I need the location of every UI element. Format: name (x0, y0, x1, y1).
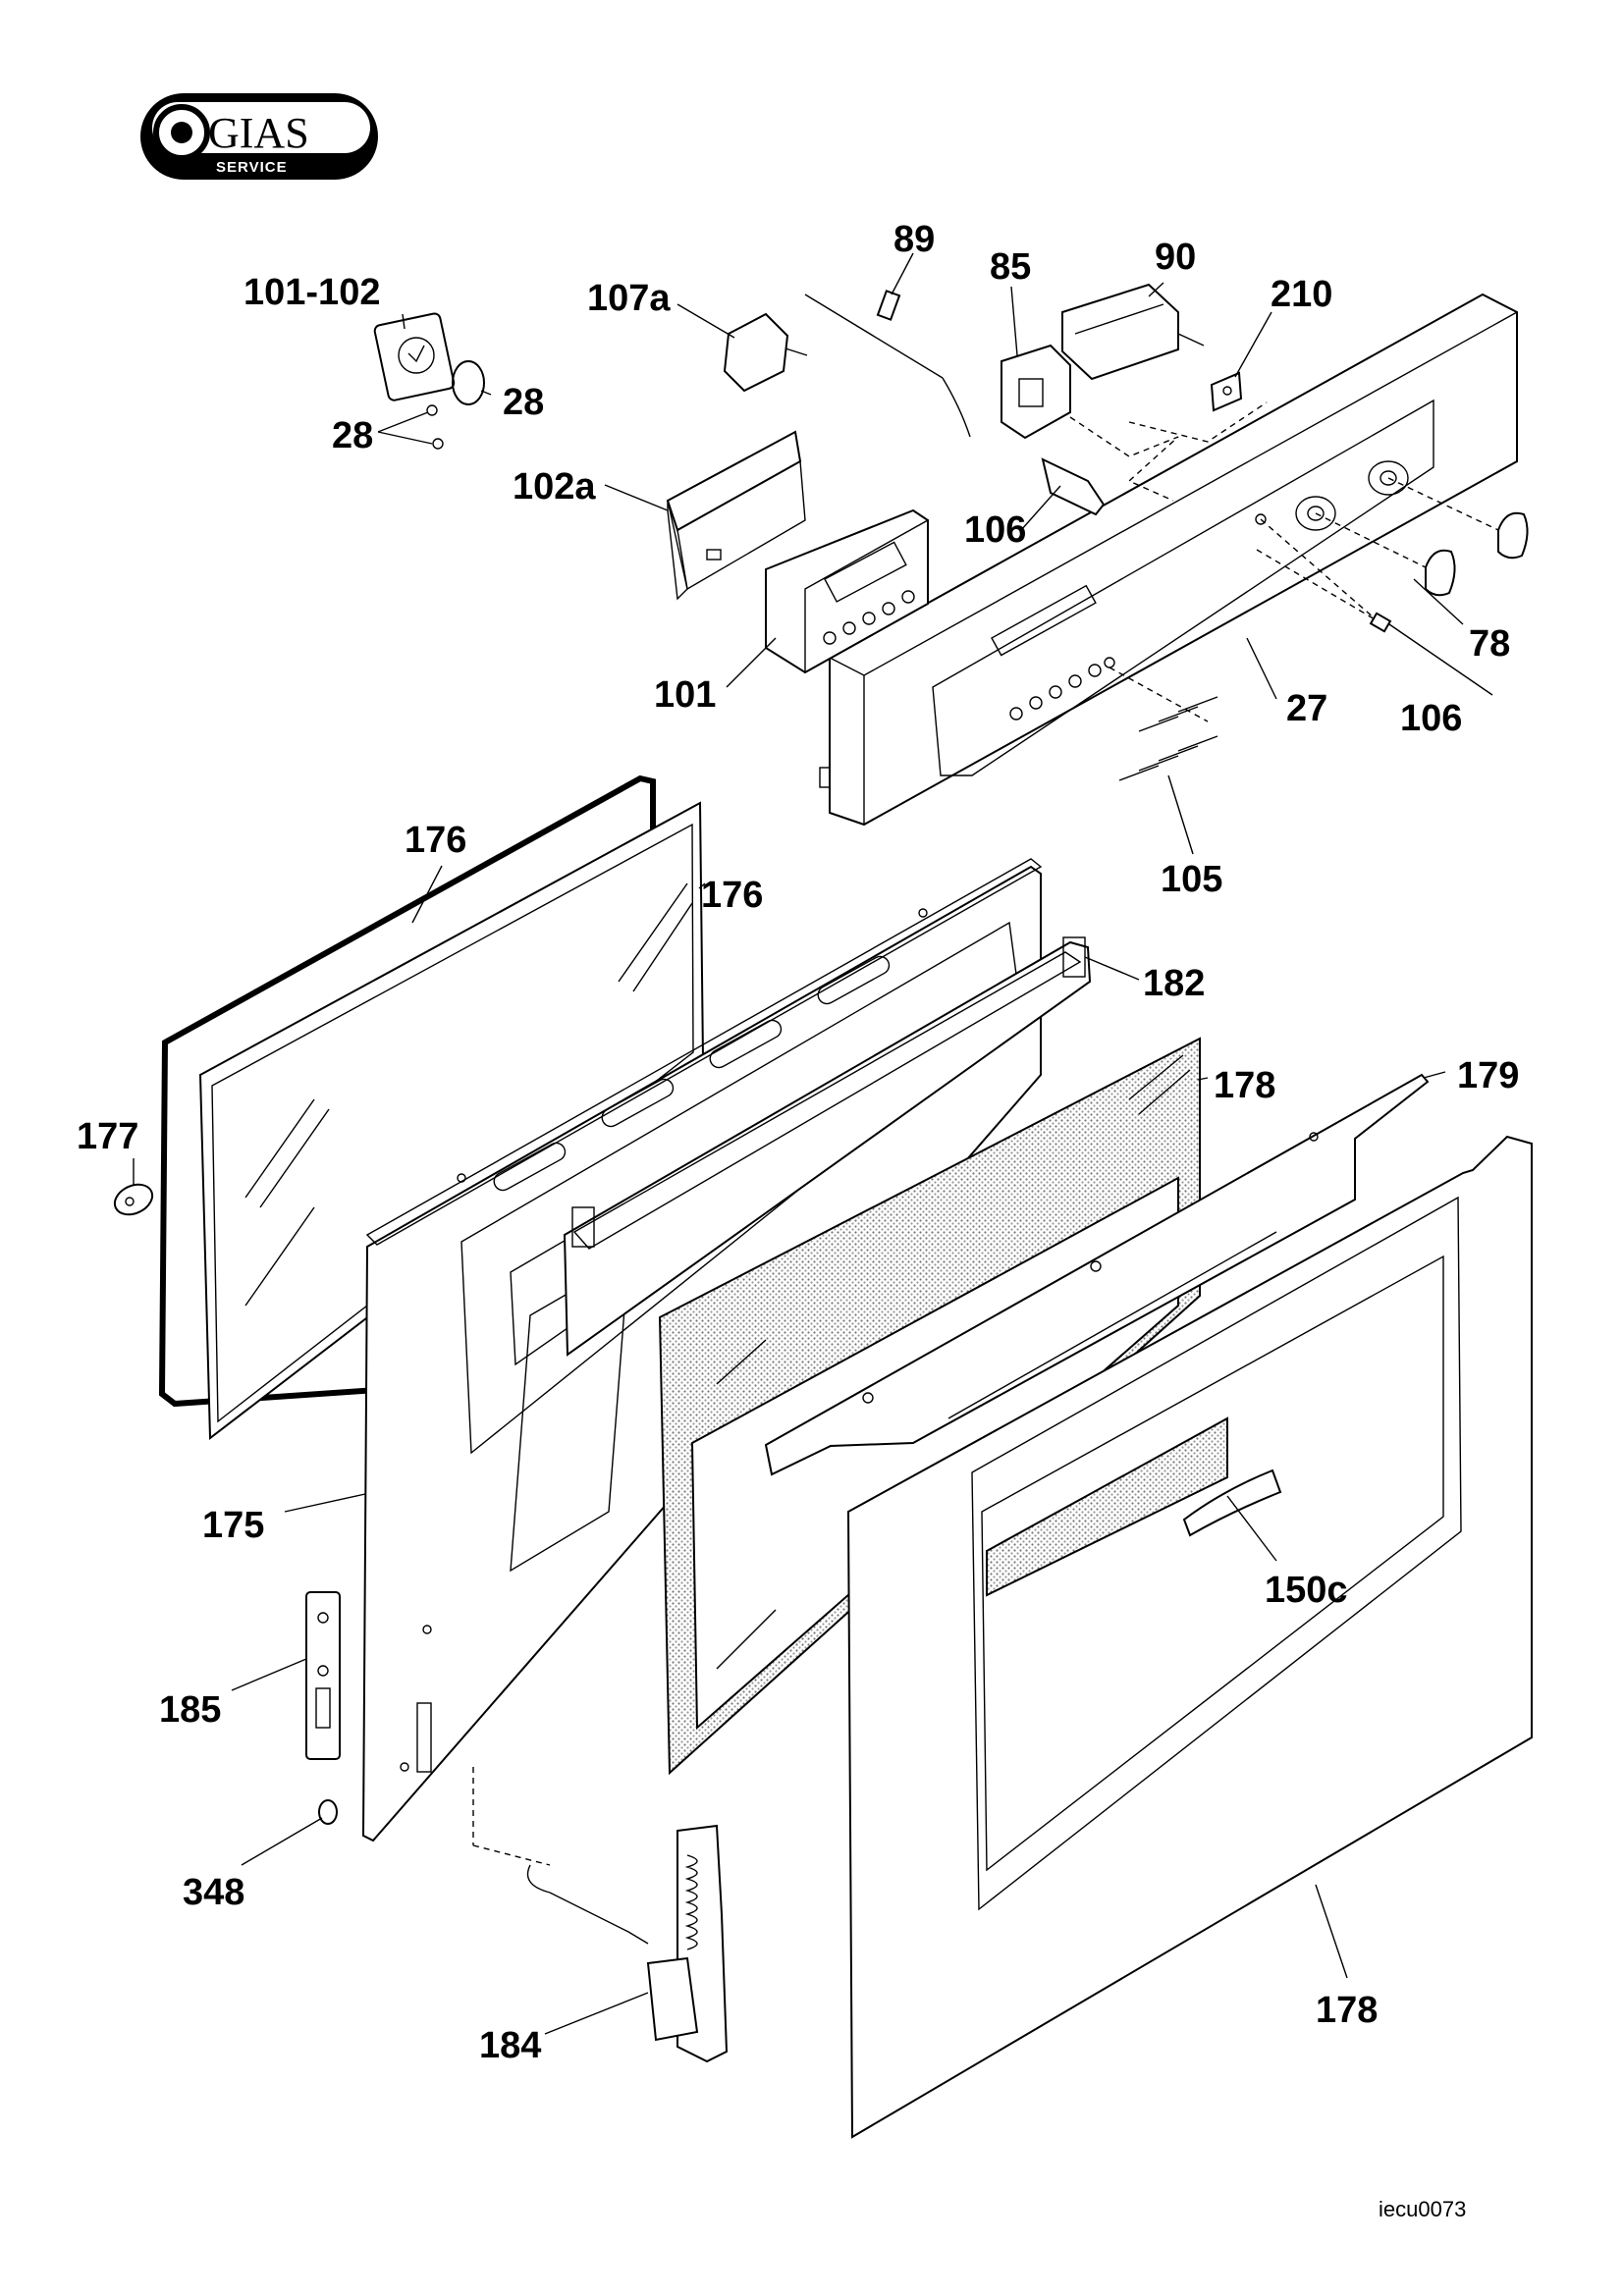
label-176-glass: 176 (701, 875, 763, 916)
label-102a: 102a (513, 466, 596, 507)
screws-28 (426, 404, 444, 450)
spacer-348 (318, 1799, 338, 1825)
knob-78 (1315, 477, 1529, 597)
label-348: 348 (183, 1872, 244, 1913)
screw-106-right (1256, 518, 1392, 633)
hinge-184 (472, 1767, 729, 2063)
label-78: 78 (1469, 623, 1510, 665)
label-27: 27 (1286, 688, 1327, 729)
control-panel-27 (819, 293, 1519, 827)
label-182: 182 (1143, 963, 1205, 1004)
thermostat-85 (1001, 344, 1071, 440)
label-176-top: 176 (405, 820, 466, 861)
logo-subtitle-text: SERVICE (216, 159, 288, 176)
label-184: 184 (479, 2025, 541, 2066)
label-106-top: 106 (964, 509, 1026, 551)
drawing-code: iecu0073 (1379, 2197, 1466, 2221)
hinge-plate-185 (305, 1591, 341, 1760)
label-28-right: 28 (503, 382, 544, 423)
label-28-left: 28 (332, 415, 373, 456)
gias-service-logo: GIAS SERVICE (140, 93, 378, 180)
label-150c: 150c (1265, 1570, 1348, 1611)
bracket-210 (1210, 371, 1243, 412)
label-85: 85 (990, 246, 1031, 288)
label-175: 175 (202, 1505, 264, 1546)
leader-lines (133, 252, 1493, 2035)
bracket-102a (666, 430, 806, 601)
label-105: 105 (1161, 859, 1222, 900)
screws-105 (1109, 667, 1218, 781)
logo-brand-text: GIAS (208, 109, 309, 157)
label-178-mesh: 178 (1214, 1065, 1275, 1106)
label-107a: 107a (587, 278, 671, 319)
clock-module-101-102 (373, 312, 456, 401)
label-178-door: 178 (1316, 1990, 1378, 2031)
label-101-102: 101-102 (243, 272, 380, 313)
support-bracket-182 (563, 936, 1092, 1357)
label-185: 185 (159, 1689, 221, 1731)
label-101: 101 (654, 674, 716, 716)
label-179: 179 (1457, 1055, 1519, 1096)
outer-door-178 (846, 1135, 1533, 2139)
selector-switch-90 (1061, 283, 1205, 381)
wiring-dashes (1069, 401, 1268, 502)
label-90: 90 (1155, 237, 1196, 278)
label-210: 210 (1271, 274, 1332, 315)
label-177: 177 (77, 1116, 138, 1157)
clip-177 (113, 1183, 154, 1216)
probe-89 (804, 290, 971, 438)
switch-107a (723, 312, 808, 393)
label-89: 89 (893, 219, 935, 260)
connector-106-top (1041, 457, 1106, 516)
part-labels: 101-102 107a 89 85 90 210 28 28 102a 106… (77, 219, 1519, 2221)
o-ring-28 (452, 360, 485, 405)
label-106-right: 106 (1400, 698, 1462, 739)
